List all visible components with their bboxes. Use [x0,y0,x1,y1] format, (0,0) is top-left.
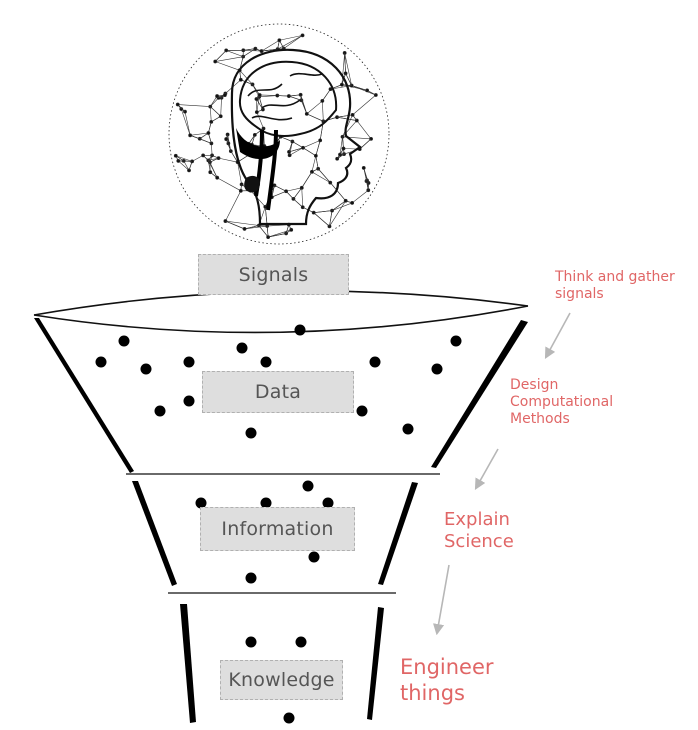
think-annotation: Think and gather signals [555,269,675,303]
data-dots [95,324,462,724]
dot-14 [402,423,414,435]
arrow-3 [433,564,450,636]
dot-24 [283,712,295,724]
arrow-2 [474,448,499,490]
design-line-3: Methods [510,411,570,428]
dot-13 [356,405,368,417]
signals-box: Signals [198,254,349,295]
engineer-annotation: Engineer things [400,655,494,706]
think-line-2: signals [555,286,604,303]
flow-arrows [433,312,571,636]
dot-18 [260,497,272,509]
design-annotation: Design Computational Methods [510,377,613,428]
dot-1 [294,324,306,336]
dot-21 [245,572,257,584]
funnel-walls [34,318,528,723]
funnel-rim [33,290,529,334]
dot-4 [236,342,248,354]
data-box: Data [202,371,354,413]
knowledge-box: Knowledge [220,660,343,700]
dot-22 [245,636,257,648]
dot-5 [140,363,152,375]
dot-11 [183,395,195,407]
information-box: Information [200,507,355,551]
engineer-line-1: Engineer [400,655,494,679]
dot-8 [369,356,381,368]
dot-9 [450,335,462,347]
dot-16 [302,480,314,492]
dot-20 [308,551,320,563]
dot-23 [295,636,307,648]
engineer-line-2: things [400,680,465,705]
dot-15 [245,427,257,439]
brain-network-head-icon [168,23,390,245]
dot-3 [95,356,107,368]
dot-19 [322,497,334,509]
explain-line-1: Explain [444,509,510,530]
explain-annotation: Explain Science [444,509,514,553]
stage-dividers [126,473,440,594]
dot-12 [154,405,166,417]
dot-6 [183,356,195,368]
think-line-1: Think and gather [555,269,675,285]
dot-2 [118,335,130,347]
dot-7 [260,356,272,368]
arrow-1 [544,312,571,359]
dot-17 [195,497,207,509]
dot-10 [431,363,443,375]
design-line-2: Computational [510,394,614,411]
design-line-1: Design [510,377,559,393]
explain-line-2: Science [444,530,514,552]
